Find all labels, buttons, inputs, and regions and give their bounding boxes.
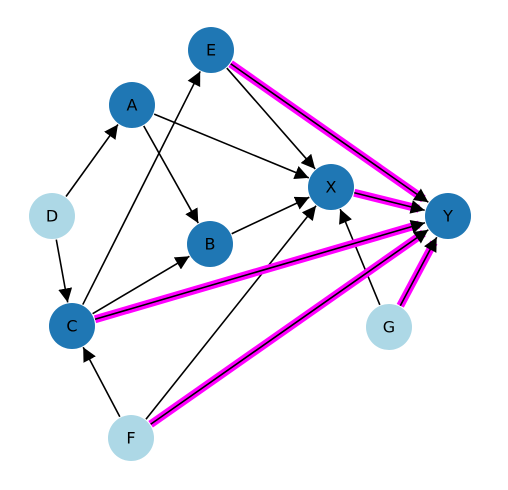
edge-line [230, 63, 429, 203]
edge-B-X [231, 196, 310, 235]
node-F: F [108, 415, 154, 461]
edge-F-Y [148, 229, 429, 428]
node-label: Y [442, 207, 453, 226]
edge-D-C [55, 239, 73, 303]
node-circle [425, 193, 471, 239]
edge-line [94, 219, 426, 321]
node-circle [366, 304, 412, 350]
edge-line [150, 229, 429, 425]
edge-line [145, 205, 317, 420]
node-circle [188, 27, 234, 73]
edge-line [143, 125, 199, 224]
edge-line [354, 191, 425, 214]
edge-E-X [226, 67, 316, 170]
node-circle [109, 82, 155, 128]
edge-line [399, 236, 438, 307]
edge-A-B [143, 125, 199, 224]
node-D: D [29, 193, 75, 239]
edge-F-X [145, 205, 317, 420]
node-label: X [326, 178, 337, 197]
node-circle [29, 193, 75, 239]
node-label: D [46, 207, 58, 226]
edge-E-Y [228, 60, 429, 203]
edge-line [231, 196, 310, 235]
node-circle [49, 303, 95, 349]
edge-A-X [153, 113, 310, 179]
node-X: X [308, 164, 354, 210]
node-circle [308, 164, 354, 210]
edge-line [153, 113, 310, 179]
node-label: C [66, 317, 77, 336]
node-label: G [383, 318, 395, 337]
edge-C-B [92, 255, 190, 315]
node-label: F [126, 429, 135, 448]
edge-F-C [82, 346, 121, 418]
node-G: G [366, 304, 412, 350]
node-C: C [49, 303, 95, 349]
node-label: E [206, 41, 216, 60]
edge-line [82, 71, 201, 305]
node-Y: Y [425, 193, 471, 239]
edge-C-E [82, 71, 201, 305]
edge-C-Y [93, 219, 426, 324]
edge-X-Y [353, 188, 425, 214]
node-circle [108, 415, 154, 461]
node-E: E [188, 27, 234, 73]
edge-D-A [65, 124, 119, 197]
edge-line [339, 208, 381, 306]
node-B: B [187, 221, 233, 267]
edge-line [65, 124, 119, 197]
edge-line [82, 346, 121, 418]
edge-line [55, 239, 73, 303]
edge-line [226, 67, 316, 170]
node-label: A [127, 96, 138, 115]
node-circle [187, 221, 233, 267]
edge-G-Y [396, 236, 438, 308]
edge-G-X [339, 208, 381, 306]
nodes-layer: A B C D E F G X Y [29, 27, 471, 461]
edge-line [92, 255, 190, 315]
edges-layer [55, 60, 438, 428]
node-A: A [109, 82, 155, 128]
node-label: B [205, 235, 216, 254]
